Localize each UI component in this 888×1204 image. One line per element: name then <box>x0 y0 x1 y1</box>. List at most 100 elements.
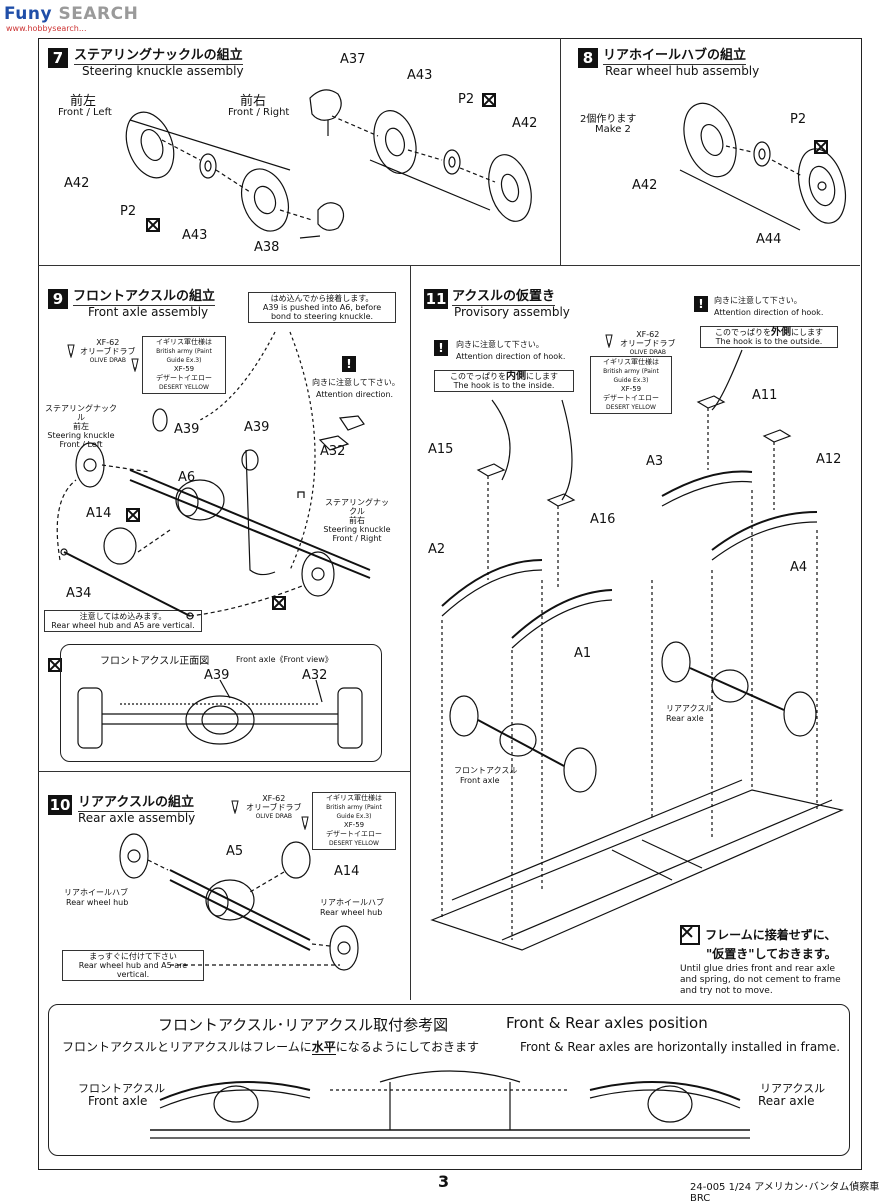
paint-icon <box>131 358 139 372</box>
label-a16: A16 <box>590 512 616 527</box>
no-glue-note: フレームに接着せずに、 "仮置き"しておきます。 Until glue drie… <box>680 924 850 997</box>
footer-code: 24-005 1/24 アメリカン･バンタム偵察車 BRC <box>690 1182 880 1204</box>
axles-rear-jp: リアアクスル <box>760 1082 826 1095</box>
warning-icon: ! <box>342 356 356 372</box>
step-8-title-en: Rear wheel hub assembly <box>605 64 760 78</box>
page-number: 3 <box>438 1172 450 1191</box>
axles-title-en: Front & Rear axles position <box>506 1014 708 1032</box>
step-10-paint-1: XF-62 オリーブドラブ OLIVE DRAB <box>246 794 302 820</box>
att-right-jp: 向きに注意して下さい。 <box>714 296 802 305</box>
label-a11: A11 <box>752 388 778 403</box>
step-11-paint-1: XF-62 オリーブドラブ OLIVE DRAB <box>620 330 676 356</box>
hub-right-jp: リアホイールハブ <box>320 898 384 907</box>
label-a32: A32 <box>320 444 346 459</box>
divider-9-10 <box>38 771 410 772</box>
label-a14: A14 <box>86 506 112 521</box>
att-left-en: Attention direction of hook. <box>456 352 566 361</box>
label-a3: A3 <box>646 454 664 469</box>
label-a43-top: A43 <box>407 68 433 83</box>
label-fv-a32: A32 <box>302 668 328 683</box>
axles-note-jp: フロントアクスルとリアアクスルはフレームに水平になるようにしておきます <box>62 1040 480 1055</box>
glue-note-jp: はめ込んでから接着します。 <box>270 294 374 303</box>
label-p2-top: P2 <box>458 92 475 107</box>
watermark-url: www.hobbysearch... <box>6 24 87 33</box>
label-a1: A1 <box>574 646 592 661</box>
step-10-number: 10 <box>48 795 72 815</box>
step-7-illustration <box>40 60 560 260</box>
step-7-front-right-jp: 前右 <box>240 94 267 109</box>
paint-icon <box>231 800 239 814</box>
step-8-number: 8 <box>578 48 598 68</box>
axles-position-illustration <box>150 1060 750 1150</box>
warning-icon: ! <box>434 340 448 356</box>
label-p2-step8: P2 <box>790 112 807 127</box>
attention-jp: 向きに注意して下さい。 <box>312 378 400 387</box>
step-11-illustration <box>412 380 857 980</box>
axles-title-jp: フロントアクスル･リアアクスル取付参考図 <box>158 1016 449 1034</box>
rear-axle-en: Rear axle <box>666 714 704 723</box>
paint-icon <box>605 334 613 348</box>
hook-outside-note: このでっぱりを外側にします The hook is to the outside… <box>700 326 838 348</box>
step-10-paint-2: イギリス軍仕様は British army (Paint Guide Ex.3)… <box>312 792 396 850</box>
divider-9-11 <box>410 265 411 1000</box>
label-p2-left: P2 <box>120 204 137 219</box>
step-9-sk-left: ステアリングナックル 前左 Steering knuckle Front / L… <box>45 404 117 449</box>
axles-note-en: Front & Rear axles are horizontally inst… <box>520 1040 841 1054</box>
no-glue-icon <box>680 924 700 945</box>
page-frame <box>38 38 862 1170</box>
step-10-title-en: Rear axle assembly <box>78 811 196 825</box>
front-view-illustration <box>60 644 380 760</box>
front-view-title-jp: フロントアクスル正面図 <box>100 656 210 667</box>
step-9-vertical-note: 注意してはめ込みます。 Rear wheel hub and A5 are ve… <box>44 610 202 632</box>
step-7-front-left-jp: 前左 <box>70 94 97 109</box>
step-8-title-jp: リアホイールハブの組立 <box>603 44 747 65</box>
step-7-title-jp: ステアリングナックルの組立 <box>74 44 243 65</box>
no-glue-icon <box>146 218 160 232</box>
axles-rear-en: Rear axle <box>758 1094 815 1108</box>
step-9-illustration <box>40 320 410 610</box>
front-view-title-en: Front axle《Front view》 <box>236 655 333 664</box>
label-a15: A15 <box>428 442 454 457</box>
watermark-logo: Funy SEARCH <box>4 4 139 24</box>
label-a5: A5 <box>226 844 244 859</box>
no-glue-icon <box>272 596 286 610</box>
hub-left-en: Rear wheel hub <box>66 898 129 907</box>
step-7-front-right-en: Front / Right <box>228 107 290 118</box>
label-a42-left: A42 <box>64 176 90 191</box>
label-a42-top: A42 <box>512 116 538 131</box>
paint-icon <box>67 344 75 358</box>
step-8-make-en: Make 2 <box>595 124 631 135</box>
attention-en: Attention direction. <box>316 390 394 399</box>
step-9-glue-note: はめ込んでから接着します。 A39 is pushed into A6, bef… <box>248 292 396 323</box>
label-a39-b: A39 <box>244 420 270 435</box>
axles-front-en: Front axle <box>88 1094 148 1108</box>
step-9-paint-2: イギリス軍仕様は British army (Paint Guide Ex.3)… <box>142 336 226 394</box>
step-10-title-jp: リアアクスルの組立 <box>78 791 194 812</box>
hook-inside-note: このでっぱりを内側にします The hook is to the inside. <box>434 370 574 392</box>
step-9-number: 9 <box>48 289 68 309</box>
step-8-make-jp: 2個作ります <box>580 114 637 125</box>
label-a42-step8: A42 <box>632 178 658 193</box>
divider-7-8 <box>560 38 561 265</box>
label-a2: A2 <box>428 542 446 557</box>
step-10-illustration <box>40 820 410 1000</box>
label-a4: A4 <box>790 560 808 575</box>
step-11-paint-2: イギリス軍仕様は British army (Paint Guide Ex.3)… <box>590 356 672 414</box>
label-a38: A38 <box>254 240 280 255</box>
step-7-title-en: Steering knuckle assembly <box>82 64 244 78</box>
step-7-front-left-en: Front / Left <box>58 107 112 118</box>
label-a12: A12 <box>816 452 842 467</box>
axles-front-jp: フロントアクスル <box>78 1082 166 1095</box>
no-glue-icon <box>126 508 140 522</box>
step-11-number: 11 <box>424 289 448 309</box>
label-a39-a: A39 <box>174 422 200 437</box>
no-glue-icon <box>482 93 496 107</box>
label-a43-left: A43 <box>182 228 208 243</box>
front-axle-jp: フロントアクスル <box>454 766 518 775</box>
warning-icon: ! <box>694 296 708 312</box>
att-right-en: Attention direction of hook. <box>714 308 824 317</box>
no-glue-icon <box>48 658 62 672</box>
label-fv-a39: A39 <box>204 668 230 683</box>
no-glue-icon <box>814 140 828 154</box>
step-11-title-jp: アクスルの仮置き <box>452 285 555 306</box>
